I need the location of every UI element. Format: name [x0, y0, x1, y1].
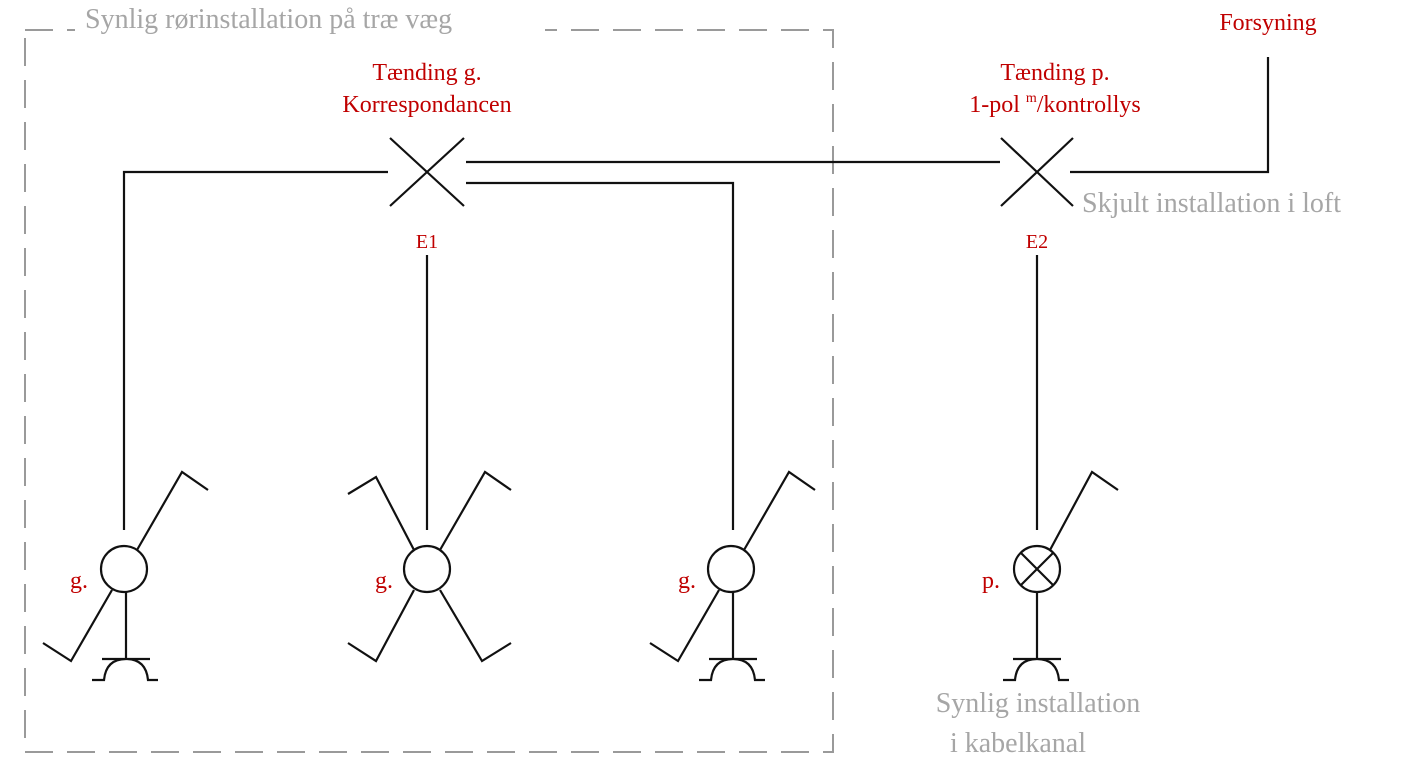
supply-label: Forsyning [1219, 10, 1316, 36]
e1-title-1: Tænding g. [372, 60, 481, 86]
zone-label-visible-pipe: Synlig rørinstallation på træ væg [85, 4, 452, 35]
e1-outlet-cross-icon [389, 137, 465, 207]
wire-e1-left [122, 170, 388, 530]
light-circle-icon [99, 544, 149, 594]
wall-light-g-1: g. [42, 470, 209, 682]
wall-mount-icon [699, 592, 765, 682]
switch-arm-icon [649, 470, 816, 663]
wall-light-p: p. [982, 470, 1119, 682]
switch-arm-icon [1049, 470, 1119, 551]
wall-light-g-2: g. [347, 470, 512, 663]
multi-switch-arms-icon [347, 470, 512, 663]
lamp-cross-icon [1020, 552, 1054, 586]
wire-supply [1070, 57, 1270, 174]
wall-mount-icon [1003, 592, 1069, 682]
light-circle-icon [706, 544, 756, 594]
switch-arm-icon [42, 470, 209, 663]
switch-label: g. [678, 568, 696, 594]
wall-light-g-3: g. [649, 470, 816, 682]
e1-title-2: Korrespondancen [342, 92, 511, 118]
e2-id: E2 [1026, 231, 1048, 253]
e2-outlet-cross-icon [1000, 137, 1074, 207]
wire-e1-right [466, 181, 735, 530]
visible-pipe-zone-box [24, 29, 834, 753]
zone-label-channel-2: i kabelkanal [950, 728, 1086, 759]
switch-label: g. [70, 568, 88, 594]
zone-label-hidden-ceiling: Skjult installation i loft [1082, 188, 1341, 219]
e2-title-2: 1-pol m/kontrollys [969, 91, 1141, 118]
wall-mount-icon [92, 592, 158, 682]
e2-title-1: Tænding p. [1000, 60, 1109, 86]
zone-label-channel-1: Synlig installation [936, 688, 1141, 719]
light-circle-icon [402, 544, 452, 594]
switch-label: p. [982, 568, 1000, 594]
switch-label: g. [375, 568, 393, 594]
e1-id: E1 [416, 231, 438, 253]
